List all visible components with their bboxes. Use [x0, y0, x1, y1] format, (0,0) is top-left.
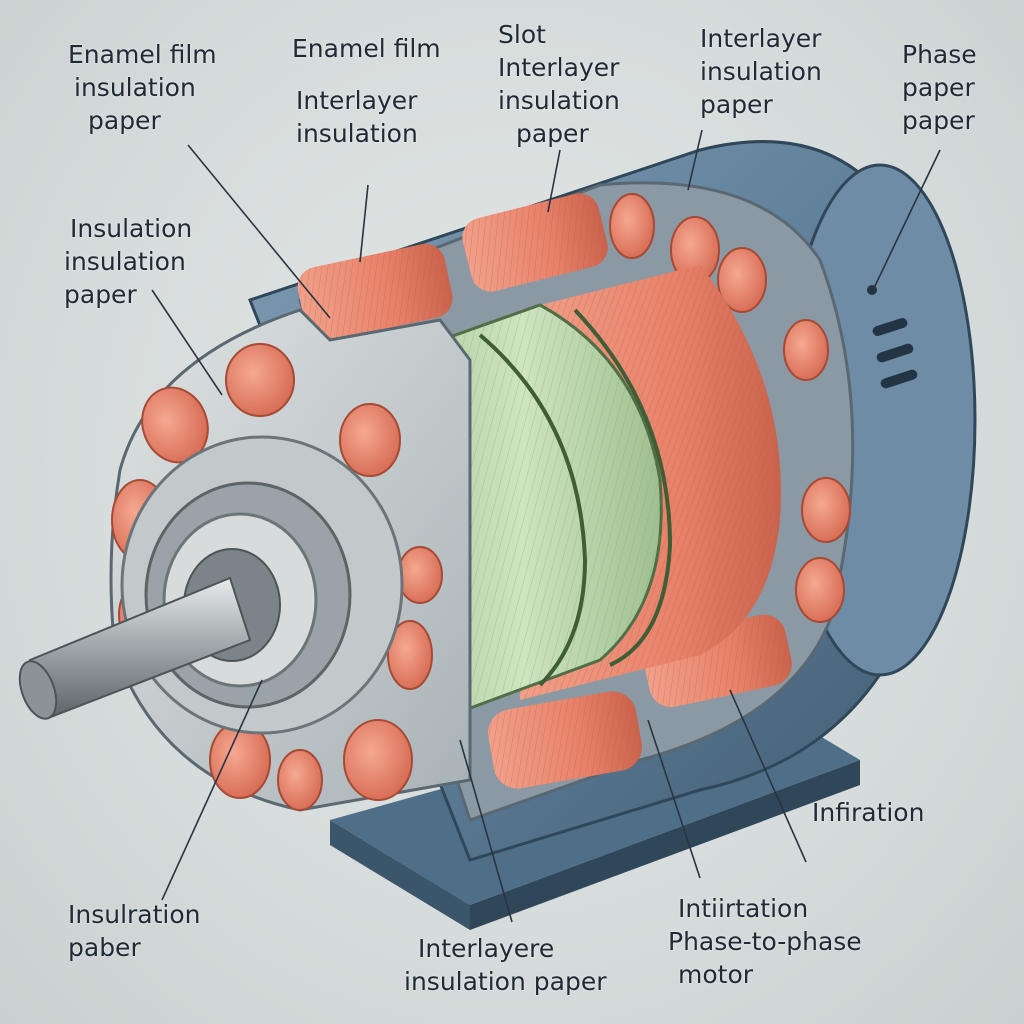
- label-line: insulation: [700, 57, 822, 86]
- label-insulration-paber: Insulration paber: [68, 898, 201, 964]
- label-line: Phase-to-phase: [668, 927, 862, 956]
- leader-interlayer-insulation-paper: [687, 129, 703, 191]
- label-interlayere-insulation-paper: Interlayere insulation paper: [404, 932, 606, 998]
- label-line: Intiirtation: [678, 894, 809, 923]
- label-phase-to-phase-motor: Intiirtation Phase-to-phase motor: [668, 892, 862, 991]
- label-line: Interlayere: [418, 934, 555, 963]
- label-line: Interlayer: [296, 86, 418, 115]
- label-interlayer-insulation: Interlayer insulation: [296, 84, 418, 150]
- label-line: Phase: [902, 40, 977, 69]
- label-line: insulation: [498, 86, 620, 115]
- label-insulation-paper: Insulation insulation paper: [64, 212, 192, 311]
- label-line: insulation: [74, 73, 196, 102]
- label-line: paper: [516, 119, 589, 148]
- bearing-assembly: [120, 435, 404, 735]
- label-line: insulation paper: [404, 967, 607, 996]
- label-line: Insulration: [68, 900, 201, 929]
- leader-enamel-film-insulation-paper: [187, 144, 331, 319]
- label-line: Insulation: [70, 214, 193, 243]
- leader-infiration: [729, 689, 807, 863]
- leader-insulation-paper: [151, 289, 223, 396]
- label-enamel-film: Enamel film: [292, 32, 441, 65]
- label-interlayer-insulation-paper: Interlayer insulation paper: [700, 22, 822, 121]
- label-line: insulation: [296, 119, 418, 148]
- label-line: insulation: [64, 247, 186, 276]
- label-line: Enamel film: [68, 40, 217, 69]
- label-line: Enamel film: [292, 34, 441, 63]
- leader-intiirtation: [647, 719, 701, 879]
- leader-interlayer-insulation: [359, 184, 369, 263]
- label-line: motor: [678, 960, 754, 989]
- leader-phase-paper: [873, 149, 941, 289]
- vent-slots: [872, 317, 918, 389]
- label-infiration: Infiration: [812, 796, 924, 829]
- leader-interlayere-insulation-paper: [459, 739, 513, 923]
- label-phase-paper: Phase paper paper: [902, 38, 977, 137]
- stator-coils: [297, 193, 851, 789]
- label-enamel-film-insulation-paper: Enamel film insulation paper: [68, 38, 217, 137]
- label-line: paper: [700, 90, 773, 119]
- label-slot-interlayer-insulation-paper: Slot Interlayer insulation paper: [498, 18, 620, 150]
- label-line: paper: [64, 280, 137, 309]
- label-line: paper: [902, 106, 975, 135]
- leader-insulration-paber: [161, 679, 263, 901]
- label-line: Interlayer: [700, 24, 822, 53]
- leader-slot-interlayer: [547, 149, 561, 213]
- label-line: paper: [88, 106, 161, 135]
- label-line: paper: [902, 73, 975, 102]
- leader-lines: [151, 129, 941, 923]
- motor-shaft: [18, 576, 252, 720]
- label-line: Infiration: [812, 798, 925, 827]
- label-line: Interlayer: [498, 53, 620, 82]
- label-line: paber: [68, 933, 141, 962]
- label-line: Slot: [498, 20, 546, 49]
